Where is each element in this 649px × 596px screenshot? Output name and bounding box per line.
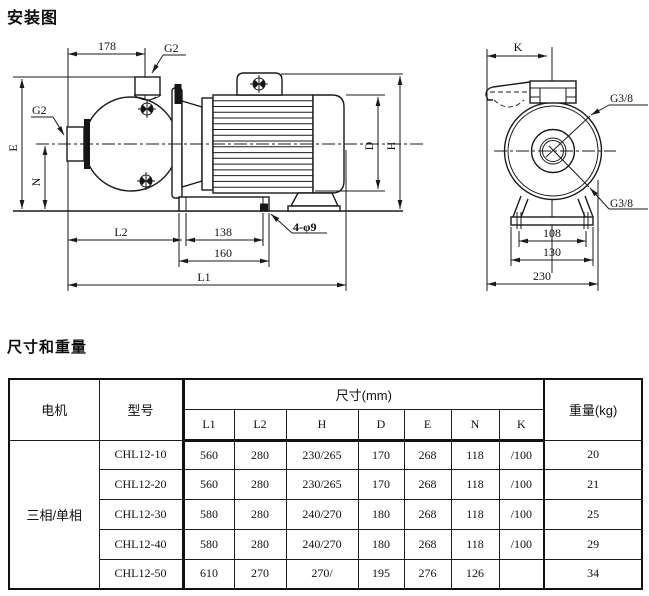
col-header-motor: 电机 [8, 378, 100, 441]
cell-N: 126 [450, 558, 500, 590]
cell-model: CHL12-20 [98, 469, 184, 501]
dim-label-N: N [29, 177, 43, 186]
col-header-L2: L2 [233, 408, 287, 442]
cell-weight: 21 [543, 469, 643, 501]
cell-D: 170 [357, 469, 405, 501]
cell-K: /100 [498, 469, 545, 501]
table-row: CHL12-20 560 280 230/265 170 268 118 /10… [9, 469, 643, 501]
cell-model: CHL12-30 [98, 499, 184, 530]
pump-side-view: E N 178 G2 G2 D H L2 138 160 L1 4-φ9 [6, 39, 424, 291]
cell-E: 268 [403, 469, 452, 501]
cell-L2: 270 [233, 558, 287, 590]
cell-L1: 610 [181, 558, 235, 590]
cell-K: /100 [498, 499, 545, 530]
cell-weight: 25 [543, 499, 643, 530]
dim-label-108: 108 [543, 226, 561, 240]
dim-label-138: 138 [214, 225, 232, 239]
header-row-1: 电机 型号 尺寸(mm) 重量(kg) [8, 378, 643, 441]
cell-E: 276 [403, 558, 452, 590]
dim-label-230: 230 [533, 269, 551, 283]
cell-L2: 280 [233, 469, 287, 501]
installation-drawing: E N 178 G2 G2 D H L2 138 160 L1 4-φ9 [6, 39, 648, 291]
cell-H: 270/ [285, 558, 359, 590]
cell-L2: 280 [233, 439, 287, 471]
page-title-dimensions: 尺寸和重量 [7, 339, 88, 356]
table-row: 三相/单相 CHL12-10 560 280 230/265 170 268 1… [8, 439, 643, 590]
dimension-weight-table: 电机 型号 尺寸(mm) 重量(kg) L1 L2 H D E N K 三相/单… [8, 378, 644, 590]
cell-H: 240/270 [285, 499, 359, 530]
cell-N: 118 [450, 439, 500, 471]
cell-L2: 280 [233, 528, 287, 560]
cell-weight: 34 [543, 558, 643, 590]
cell-D: 195 [357, 558, 405, 590]
cell-L2: 280 [233, 499, 287, 530]
cell-L1: 560 [181, 439, 235, 471]
cell-model: CHL12-50 [98, 558, 184, 590]
dim-label-L1: L1 [197, 270, 210, 284]
cell-H: 230/265 [285, 439, 359, 471]
cell-N: 118 [450, 469, 500, 501]
port-label-g2-top: G2 [164, 41, 179, 55]
cell-L1: 580 [181, 499, 235, 530]
col-header-N: N [450, 408, 500, 442]
cell-L1: 560 [181, 469, 235, 501]
col-header-D: D [357, 408, 405, 442]
cell-H: 240/270 [285, 528, 359, 560]
cell-model: CHL12-40 [98, 528, 184, 560]
col-header-K: K [498, 408, 545, 442]
dim-label-178: 178 [98, 39, 116, 53]
col-header-H: H [285, 408, 359, 442]
dim-label-L2: L2 [114, 225, 127, 239]
port-label-g38-top: G3/8 [610, 93, 633, 105]
bolt-note-label: 4-φ9 [293, 220, 316, 234]
cell-N: 118 [450, 528, 500, 560]
col-header-E: E [403, 408, 452, 442]
cell-K: /100 [498, 439, 545, 471]
col-header-L1: L1 [181, 408, 235, 442]
cell-K: /100 [498, 528, 545, 560]
cell-L1: 580 [181, 528, 235, 560]
dim-label-K: K [514, 40, 523, 54]
pump-end-view: K G3/8 G3/8 108 130 230 [485, 40, 648, 291]
port-label-g2-left: G2 [32, 103, 47, 117]
cell-H: 230/265 [285, 469, 359, 501]
cell-motor-group: 三相/单相 [8, 439, 100, 590]
col-header-weight: 重量(kg) [543, 378, 643, 441]
table-row: CHL12-40 580 280 240/270 180 268 118 /10… [9, 528, 643, 560]
cell-weight: 20 [543, 439, 643, 471]
col-header-dimensions: 尺寸(mm) [181, 378, 545, 410]
cell-N: 118 [450, 499, 500, 530]
port-label-g38-bottom: G3/8 [610, 198, 633, 210]
dim-label-160: 160 [214, 246, 232, 260]
col-header-model: 型号 [98, 378, 184, 441]
dim-label-D: D [362, 141, 376, 150]
header-row-2: L1 L2 H D E N K [9, 408, 642, 442]
cell-E: 268 [403, 439, 452, 471]
cell-K [498, 558, 545, 590]
foot-bolt-hole [260, 203, 268, 212]
dim-label-H: H [384, 141, 398, 150]
cell-E: 268 [403, 528, 452, 560]
table-row: CHL12-50 610 270 270/ 195 276 126 34 [9, 558, 643, 590]
page-title-installation: 安装图 [7, 10, 59, 27]
cell-weight: 29 [543, 528, 643, 560]
dim-label-130: 130 [543, 245, 561, 259]
cell-D: 180 [357, 528, 405, 560]
dim-label-E: E [6, 144, 20, 151]
cell-E: 268 [403, 499, 452, 530]
cell-D: 170 [357, 439, 405, 471]
cell-D: 180 [357, 499, 405, 530]
cell-model: CHL12-10 [98, 439, 184, 471]
table-row: CHL12-30 580 280 240/270 180 268 118 /10… [9, 499, 643, 530]
